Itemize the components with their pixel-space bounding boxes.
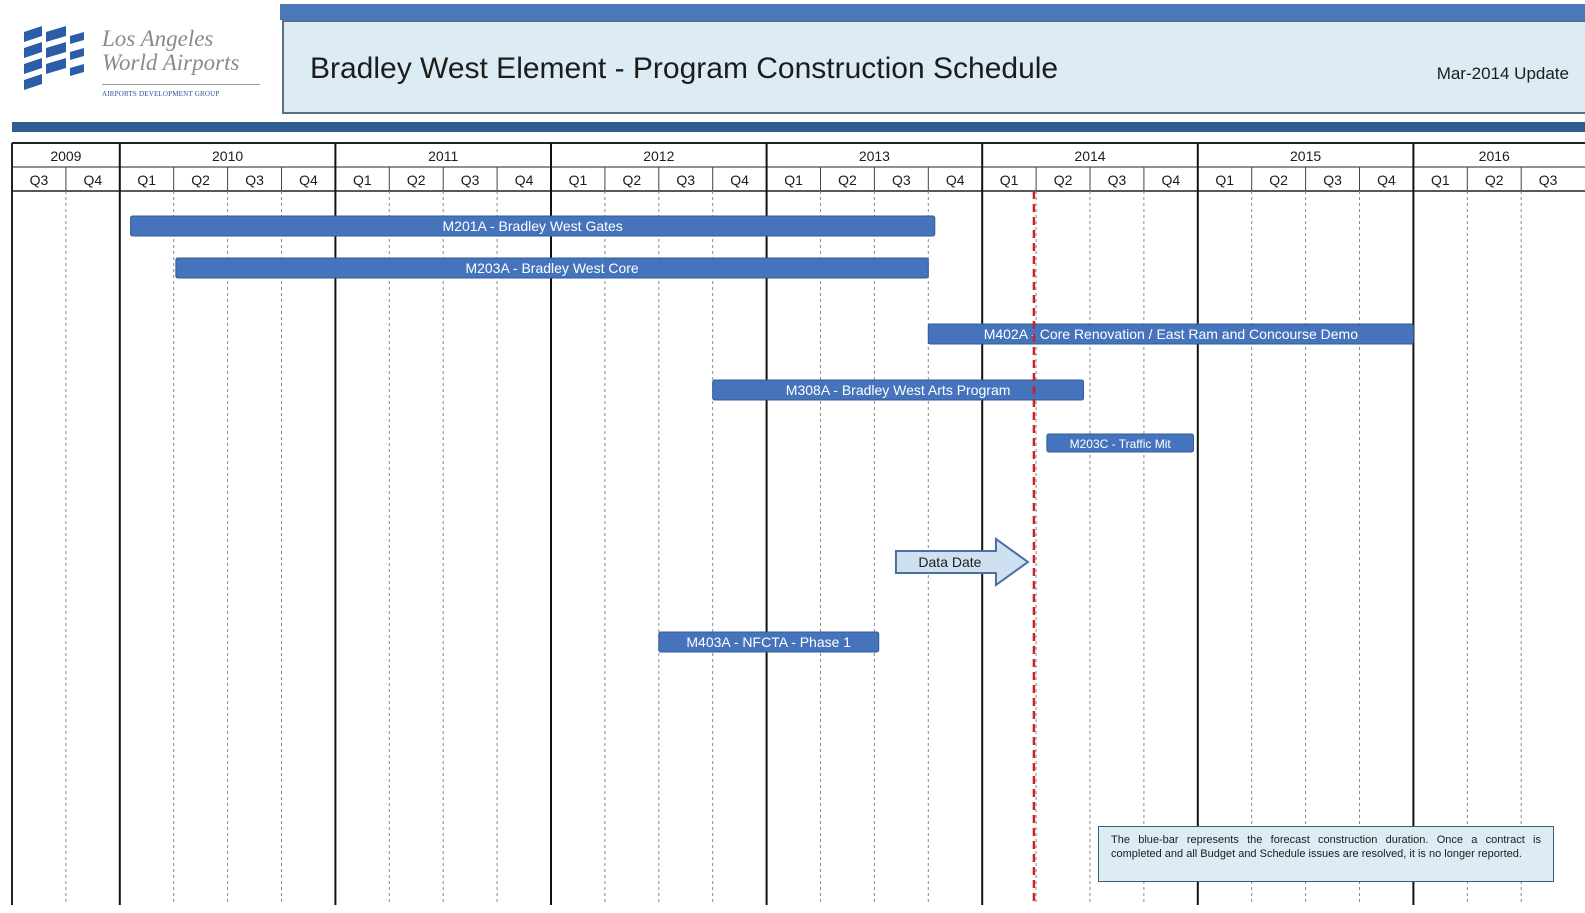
task-bar — [130, 215, 936, 237]
year-label: 2010 — [212, 148, 243, 164]
quarter-label: Q3 — [1539, 172, 1558, 188]
quarter-label: Q2 — [191, 172, 210, 188]
quarter-label: Q4 — [1377, 172, 1396, 188]
task-bar — [927, 323, 1414, 345]
quarter-label: Q2 — [623, 172, 642, 188]
quarter-label: Q3 — [30, 172, 49, 188]
task-bar — [175, 257, 929, 279]
data-date-label: Data Date — [918, 554, 981, 570]
task-bar-label: M308A - Bradley West Arts Program — [786, 382, 1011, 398]
quarter-label: Q4 — [84, 172, 103, 188]
year-label: 2015 — [1290, 148, 1321, 164]
quarter-label: Q3 — [245, 172, 264, 188]
quarter-label: Q2 — [1054, 172, 1073, 188]
quarter-label: Q2 — [838, 172, 857, 188]
year-label: 2016 — [1479, 148, 1510, 164]
title-banner: Bradley West Element - Program Construct… — [282, 20, 1585, 114]
year-label: 2013 — [859, 148, 890, 164]
quarter-label: Q1 — [353, 172, 372, 188]
laworld-logo: Los Angeles World Airports AIRPORTS DEVE… — [12, 8, 278, 120]
header-bottom-rule — [12, 122, 1585, 132]
task-bar-label: M203C - Traffic Mit — [1070, 437, 1172, 451]
quarter-label: Q1 — [1431, 172, 1450, 188]
task-bar-label: M203A - Bradley West Core — [465, 260, 638, 276]
quarter-label: Q1 — [1000, 172, 1019, 188]
quarter-label: Q1 — [784, 172, 803, 188]
quarter-label: Q3 — [1323, 172, 1342, 188]
logo-text-line1: Los Angeles — [102, 26, 214, 51]
quarter-label: Q1 — [1215, 172, 1234, 188]
page-title: Bradley West Element - Program Construct… — [310, 52, 1059, 85]
task-bar-label: M403A - NFCTA - Phase 1 — [686, 634, 851, 650]
task-bar — [658, 631, 880, 653]
year-label: 2014 — [1074, 148, 1105, 164]
data-date-arrow — [894, 537, 1030, 587]
quarter-label: Q4 — [730, 172, 749, 188]
quarter-label: Q4 — [1162, 172, 1181, 188]
logo-rule — [102, 84, 260, 85]
quarter-label: Q2 — [1485, 172, 1504, 188]
year-label: 2011 — [428, 148, 458, 164]
year-label: 2012 — [643, 148, 674, 164]
quarter-label: Q4 — [515, 172, 534, 188]
quarter-label: Q3 — [461, 172, 480, 188]
quarter-label: Q4 — [299, 172, 318, 188]
quarter-label: Q2 — [407, 172, 426, 188]
quarter-label: Q4 — [946, 172, 965, 188]
year-label: 2009 — [50, 148, 81, 164]
quarter-label: Q3 — [1108, 172, 1127, 188]
update-label: Mar-2014 Update — [1436, 64, 1569, 83]
task-bar — [1046, 433, 1194, 453]
quarter-label: Q2 — [1269, 172, 1288, 188]
quarter-label: Q1 — [569, 172, 588, 188]
task-bar — [712, 379, 1085, 401]
task-bar-label: M201A - Bradley West Gates — [443, 218, 623, 234]
header-top-rule — [280, 4, 1585, 20]
quarter-label: Q1 — [137, 172, 156, 188]
legend-note: The blue-bar represents the forecast con… — [1098, 826, 1554, 882]
logo-text-line2: World Airports — [102, 50, 240, 75]
laworld-logo-mark — [24, 26, 84, 90]
quarter-label: Q3 — [676, 172, 695, 188]
task-bar-label: M402A - Core Renovation / East Ram and C… — [984, 326, 1359, 342]
logo-subtitle: AIRPORTS DEVELOPMENT GROUP — [102, 90, 220, 98]
quarter-label: Q3 — [892, 172, 911, 188]
